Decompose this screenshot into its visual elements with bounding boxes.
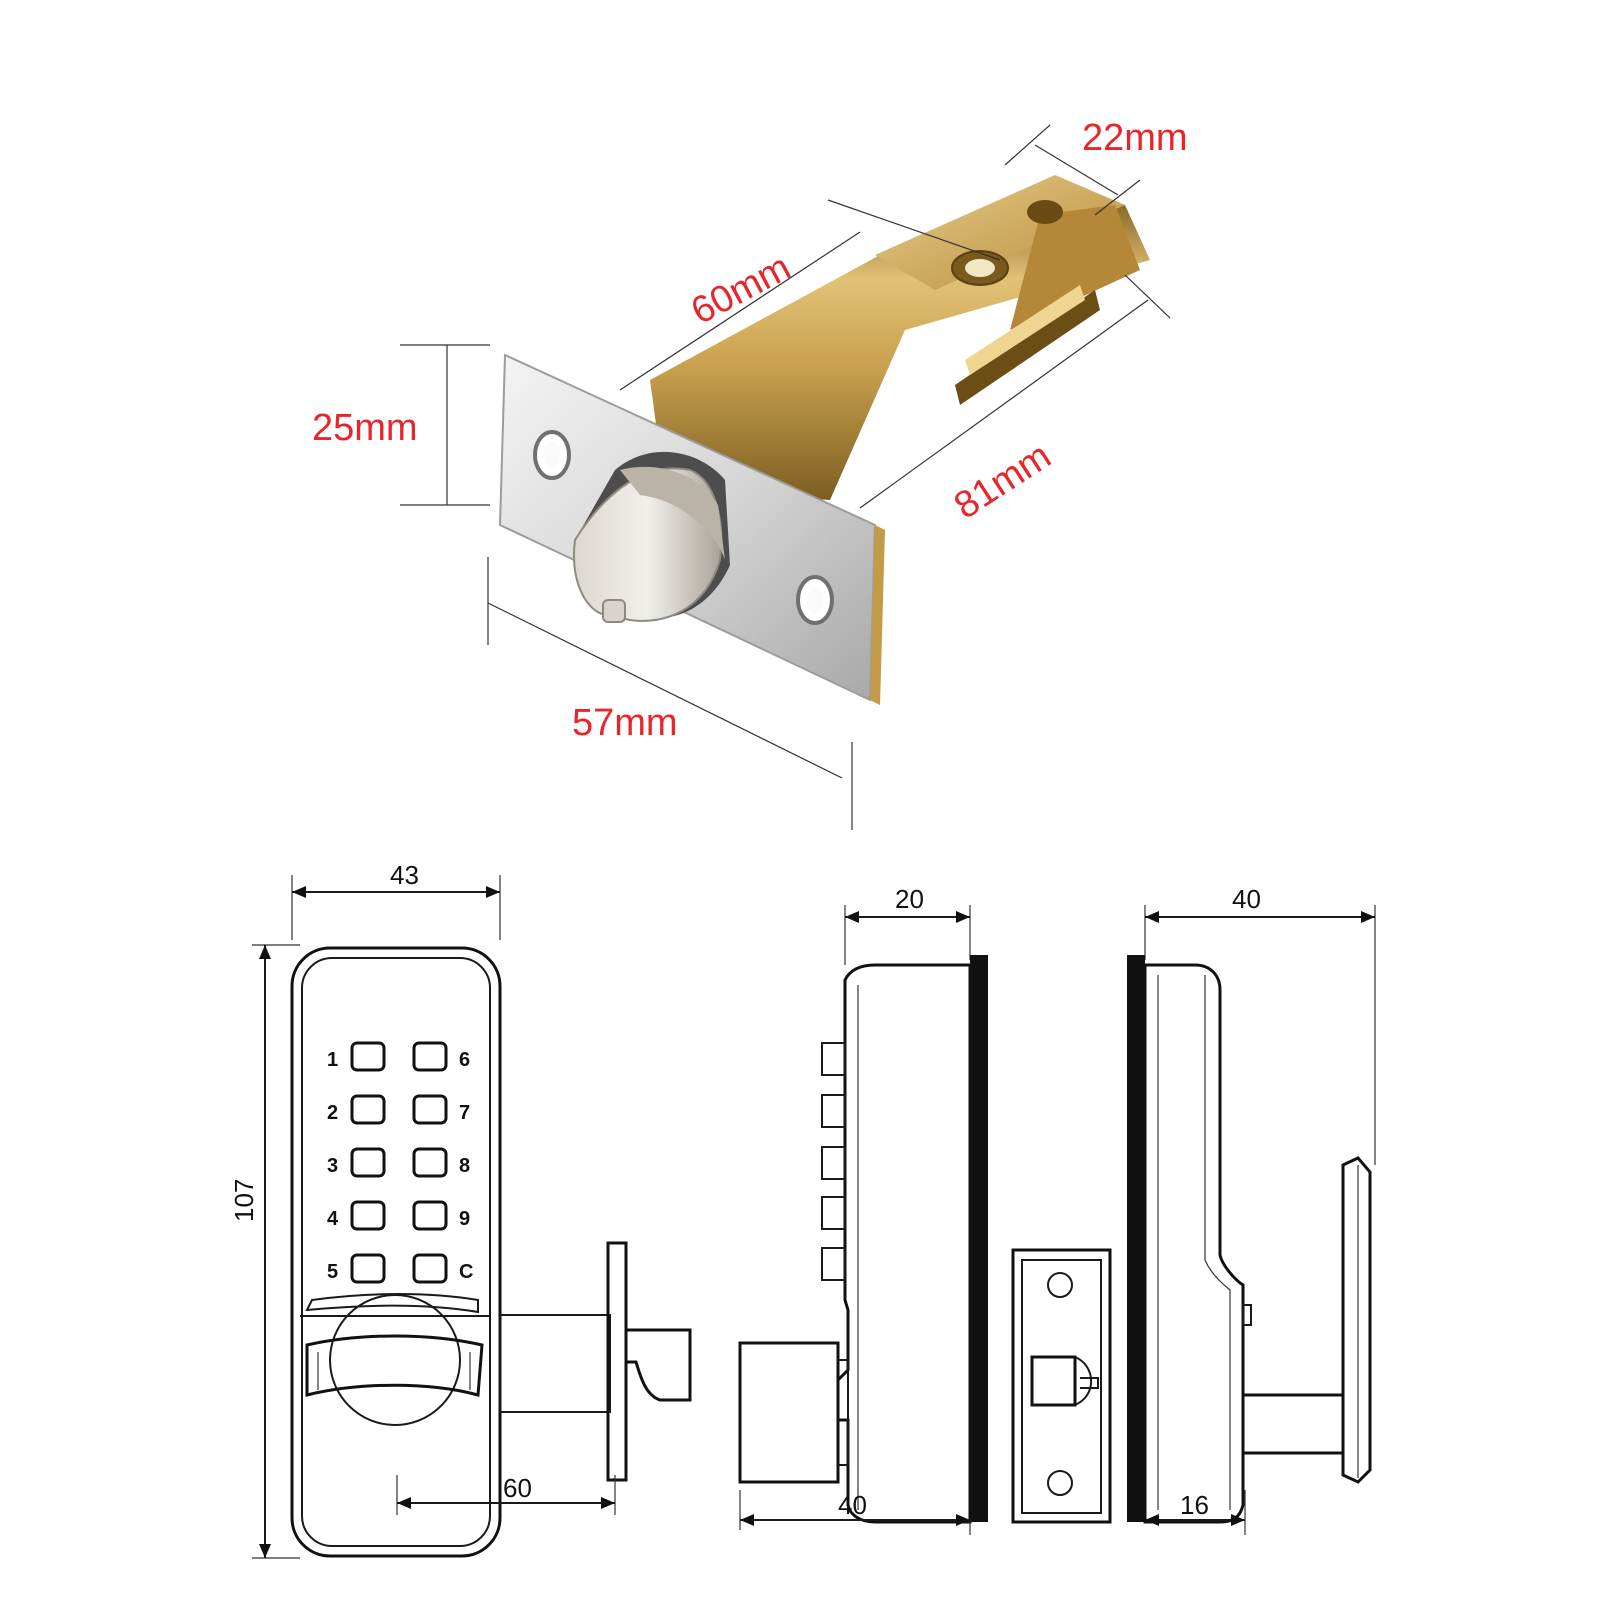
key-label: 8 bbox=[459, 1155, 470, 1177]
key-9[interactable]: 9 bbox=[412, 1200, 470, 1231]
dim-side-inner-top: 40 bbox=[1232, 884, 1261, 914]
key-5[interactable]: 5 bbox=[327, 1253, 386, 1284]
key-7[interactable]: 7 bbox=[412, 1094, 470, 1125]
key-2[interactable]: 2 bbox=[327, 1094, 386, 1125]
key-label: 3 bbox=[327, 1155, 338, 1177]
latch-bolt-tab bbox=[602, 599, 626, 623]
dim-front-width: 43 bbox=[390, 860, 419, 890]
dim-25mm: 25mm bbox=[312, 407, 418, 449]
key-6[interactable]: 6 bbox=[412, 1041, 470, 1072]
key-label: C bbox=[459, 1261, 473, 1283]
key-label: 1 bbox=[327, 1049, 338, 1071]
front-thumb-turn[interactable] bbox=[300, 1293, 490, 1426]
side-inner-housing bbox=[1143, 963, 1245, 1524]
latch-brass-body bbox=[650, 175, 1150, 500]
dim-front-height: 107 bbox=[229, 1179, 259, 1222]
key-label: 5 bbox=[327, 1261, 338, 1283]
keypad: 1 2 3 4 5 6 7 bbox=[327, 1041, 473, 1284]
key-label: 7 bbox=[459, 1102, 470, 1124]
dim-81mm: 81mm bbox=[947, 435, 1058, 528]
latch-bolt bbox=[573, 451, 730, 623]
key-label: 9 bbox=[459, 1208, 470, 1230]
key-label: 4 bbox=[327, 1208, 339, 1230]
key-1[interactable]: 1 bbox=[327, 1041, 386, 1072]
dim-side-outer-top: 20 bbox=[895, 884, 924, 914]
dim-22mm: 22mm bbox=[1082, 117, 1188, 159]
front-housing-outer bbox=[290, 946, 502, 1558]
dim-side-outer-bottom: 40 bbox=[838, 1490, 867, 1520]
latch-illustration: 22mm 60mm 25mm 81mm 57mm bbox=[312, 117, 1188, 830]
key-4[interactable]: 4 bbox=[327, 1200, 386, 1231]
front-housing-inner bbox=[301, 957, 491, 1547]
side-outer-buttons bbox=[821, 1042, 846, 1281]
dim-front-backset: 60 bbox=[503, 1473, 532, 1503]
side-inner-door-plate bbox=[1127, 955, 1145, 1522]
front-view-drawing: 43 107 1 2 3 4 bbox=[229, 860, 692, 1559]
dim-57mm: 57mm bbox=[572, 702, 678, 744]
key-label: 2 bbox=[327, 1102, 338, 1124]
key-3[interactable]: 3 bbox=[327, 1147, 386, 1178]
strike-screw-hole-bottom bbox=[1047, 1470, 1073, 1496]
latch-dimension-lines bbox=[400, 124, 1171, 830]
side-view-inner-drawing: 40 16 bbox=[1127, 884, 1376, 1535]
strike-screw-hole-top bbox=[1047, 1272, 1073, 1298]
front-latch-spindle bbox=[499, 1241, 692, 1482]
side-inner-handle[interactable] bbox=[1241, 1156, 1372, 1484]
side-view-outer-drawing: 20 40 bbox=[738, 884, 988, 1535]
dim-side-inner-bottom: 16 bbox=[1180, 1490, 1209, 1520]
body-hole-small bbox=[1027, 200, 1063, 224]
side-outer-door-plate bbox=[970, 955, 988, 1522]
key-clear[interactable]: C bbox=[412, 1253, 473, 1284]
key-8[interactable]: 8 bbox=[412, 1147, 470, 1178]
strike-plate-drawing bbox=[1011, 1248, 1112, 1524]
key-label: 6 bbox=[459, 1049, 470, 1071]
side-outer-thumb-turn bbox=[738, 1341, 840, 1484]
strike-latch-opening bbox=[1030, 1355, 1077, 1407]
